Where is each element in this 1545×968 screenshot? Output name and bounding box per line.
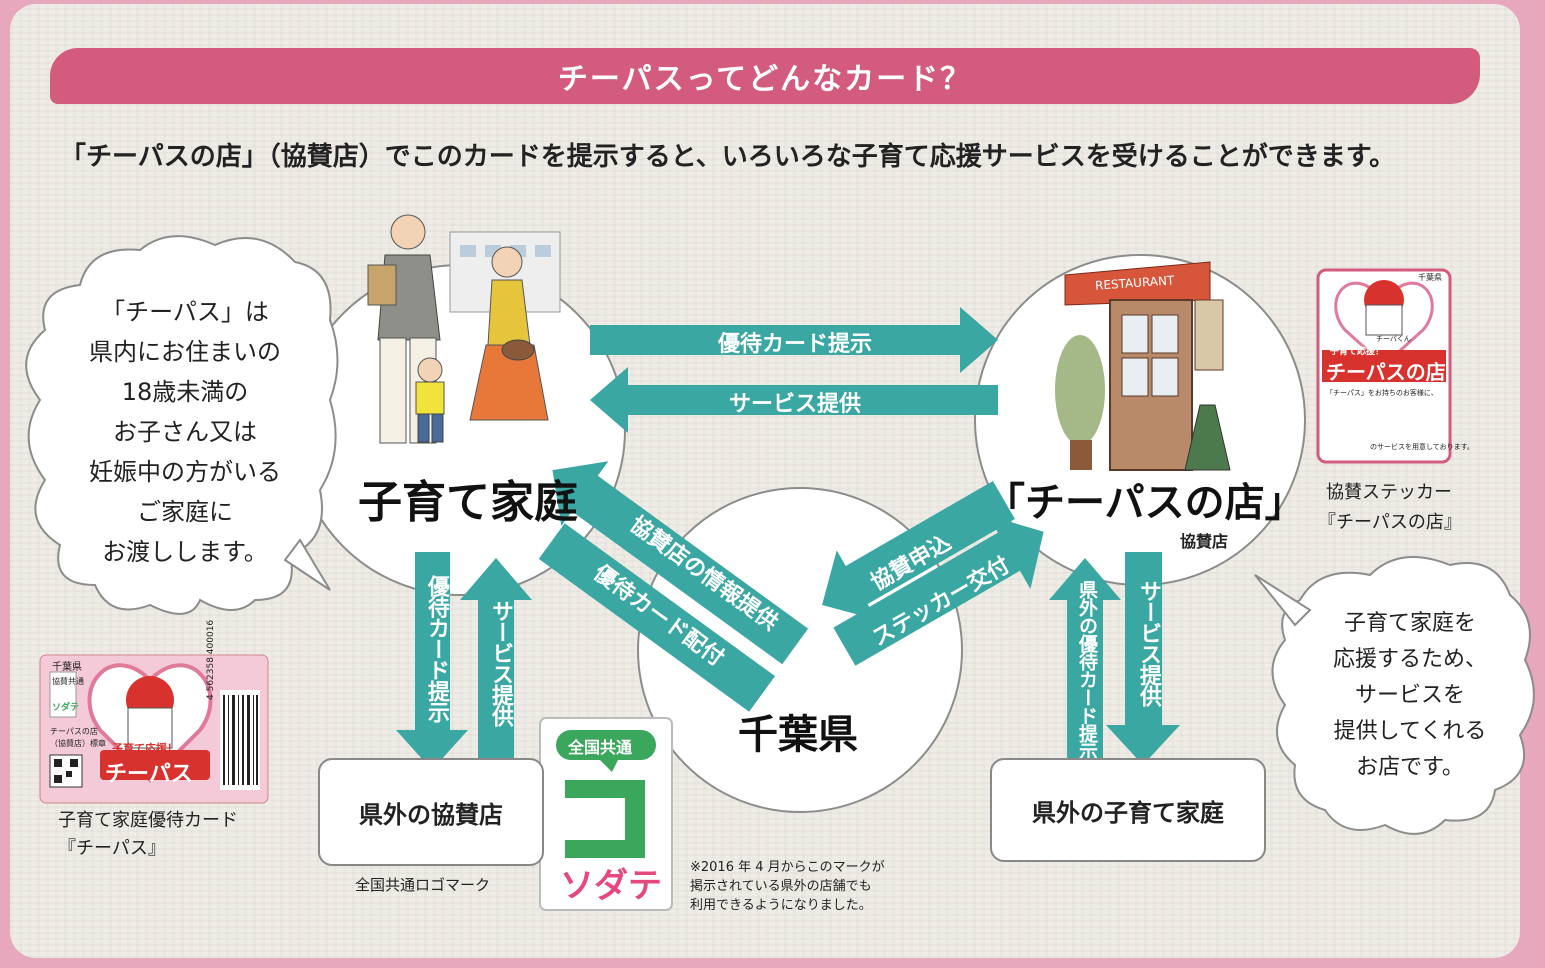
sticker-mascot: チーバくん xyxy=(1376,335,1411,343)
bubble-line: お子さん又は xyxy=(113,418,257,446)
left-bubble-text: 「チーパス」は 県内にお住まいの 18歳未満の お子さん又は 妊娠中の方がいる … xyxy=(55,292,315,572)
right-bubble-text: 子育て家庭を 応援するため、 サービスを 提供してくれる お店です。 xyxy=(1300,606,1520,786)
out-shop-box: 県外の協賛店 xyxy=(318,758,544,866)
intro-text: 「チーパスの店」（協賛店）でこのカードを提示すると、いろいろな子育て応援サービス… xyxy=(60,142,1396,172)
card-banner: 子育て応援！ xyxy=(112,742,178,755)
title-banner: チーパスってどんなカード？ xyxy=(50,48,1480,104)
card-caption-2: 『チーパス』 xyxy=(58,838,166,859)
prefecture-label: 千葉県 xyxy=(738,712,858,758)
note-line: ※2016 年 4 月からこのマークが xyxy=(690,860,885,875)
card-shop-note1: チーパスの店 xyxy=(50,727,98,736)
arrow-card-to-shop xyxy=(590,307,998,373)
card-caption-1: 子育て家庭優待カード xyxy=(58,810,238,831)
note-line: 掲示されている県外の店舗でも xyxy=(690,879,872,894)
restaurant-illustration xyxy=(1055,261,1231,471)
right-speech-bubble xyxy=(1271,556,1535,835)
card-pref: 千葉県 xyxy=(52,662,82,673)
cheepass-card xyxy=(39,654,269,804)
out-shop-label: 県外の協賛店 xyxy=(359,800,503,829)
logo-header: 全国共通 xyxy=(568,738,633,757)
arrow-right-service-down xyxy=(1106,552,1180,765)
national-logo xyxy=(539,717,673,911)
bubble-line: ご家庭に xyxy=(137,498,233,526)
card-name: チーパス xyxy=(105,762,193,787)
page-title: チーパスってどんなカード？ xyxy=(557,62,973,97)
arrow-right-card-up xyxy=(1049,558,1121,765)
arrow-label-left-card: 優待カード提示 xyxy=(424,575,449,722)
left-speech-bubble xyxy=(25,235,339,615)
bubble-line: サービスを xyxy=(1354,683,1465,708)
bubble-line: 応援するため、 xyxy=(1332,647,1487,672)
sticker-name: チーパスの店 xyxy=(1326,360,1446,384)
sticker-pref: 千葉県 xyxy=(1418,273,1442,282)
bubble-line: 子育て家庭を xyxy=(1343,611,1476,636)
family-label: 子育て家庭 xyxy=(358,477,578,528)
arrow-service-to-family xyxy=(590,367,998,433)
card-barcode-number: 4 562358 400016 xyxy=(206,619,216,700)
arrow-card-dist xyxy=(538,523,776,712)
card-sodate: ソダテ xyxy=(52,703,80,713)
bubble-line: お店です。 xyxy=(1356,755,1464,780)
arrow-apply xyxy=(822,480,1015,620)
arrow-shop-info xyxy=(552,461,809,665)
arrow-left-card-down xyxy=(396,552,468,770)
bubble-line: お渡しします。 xyxy=(102,538,268,566)
logo-caption: 全国共通ロゴマーク xyxy=(355,876,491,894)
bubble-line: 提供してくれる xyxy=(1333,719,1487,744)
arrow-label-card-show: 優待カード提示 xyxy=(717,332,872,357)
sticker-caption-1: 協賛ステッカー xyxy=(1326,482,1452,503)
bubble-line: 18歳未満の xyxy=(121,378,249,406)
sticker-line1: 「チーパス」をお持ちのお客様に、 xyxy=(1326,389,1438,397)
shop-sub-label: 協賛店 xyxy=(1180,532,1229,551)
out-family-label: 県外の子育て家庭 xyxy=(1032,798,1224,827)
arrow-sticker xyxy=(833,515,1044,666)
sticker-line2: のサービスを用意しております。 xyxy=(1370,443,1474,451)
card-tag: 協賛共通 xyxy=(52,677,84,686)
card-shop-note2: （協賛店）標章 xyxy=(50,739,106,748)
arrow-label-right-card: 県外の優待カード提示 xyxy=(1076,580,1098,760)
sticker-banner: 子育て応援！ xyxy=(1330,347,1385,357)
logo-sub: ソダテ xyxy=(560,866,662,906)
note-line: 利用できるようになりました。 xyxy=(690,898,872,913)
bubble-line: 「チーパス」は xyxy=(101,298,269,326)
sticker-caption-2: 『チーパスの店』 xyxy=(1318,512,1462,533)
shop-label: 「チーパスの店」 xyxy=(985,480,1305,526)
arrow-label-right-service: サービス提供 xyxy=(1136,580,1161,706)
out-family-box: 県外の子育て家庭 xyxy=(990,758,1266,862)
logo-note: ※2016 年 4 月からこのマークが 掲示されている県外の店舗でも 利用できる… xyxy=(690,858,885,915)
bubble-line: 県内にお住まいの xyxy=(89,338,281,366)
bubble-line: 妊娠中の方がいる xyxy=(89,458,281,486)
arrow-label-left-service: サービス提供 xyxy=(488,600,513,726)
cheepass-sticker xyxy=(1316,268,1452,464)
arrow-left-service-up xyxy=(460,558,532,760)
family-illustration xyxy=(367,214,561,444)
arrow-label-service: サービス提供 xyxy=(728,392,861,417)
